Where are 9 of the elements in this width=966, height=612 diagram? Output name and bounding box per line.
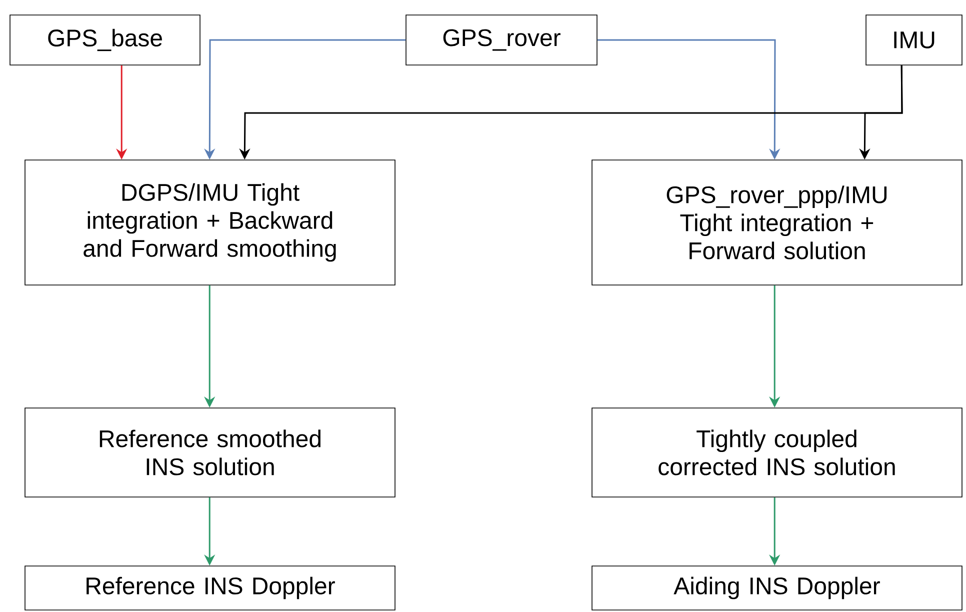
process-box: GPS_rover bbox=[406, 14, 598, 66]
process-box: Aiding INS Doppler bbox=[592, 566, 962, 610]
process-box: GPS_rover_ppp/IMU Tight integration + Forward solution bbox=[592, 160, 962, 286]
process-box: Reference smoothed INS solution bbox=[24, 408, 396, 498]
process-box: GPS_base bbox=[10, 14, 200, 66]
process-box: Tightly coupled corrected INS solution bbox=[592, 408, 962, 498]
process-box: DGPS/IMU Tight integration + Backward and Forward smoothing bbox=[24, 160, 396, 286]
process-box: Reference INS Doppler bbox=[24, 566, 396, 610]
process-box: IMU bbox=[866, 14, 962, 66]
